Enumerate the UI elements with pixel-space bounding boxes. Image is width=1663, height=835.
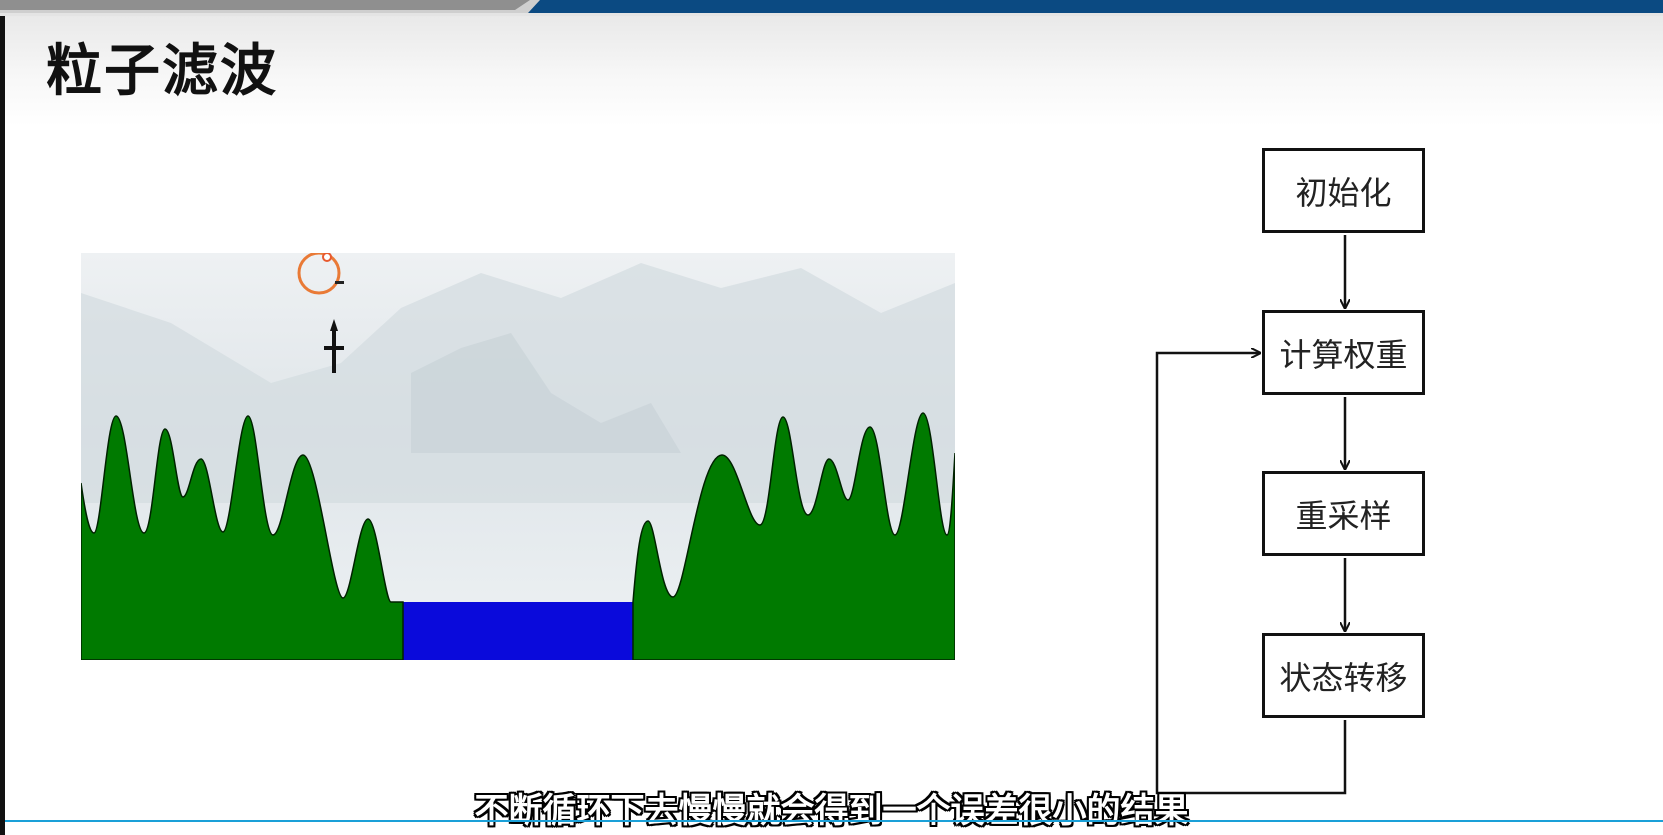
page-title: 粒子滤波 (46, 38, 278, 104)
flow-step-init: 初始化 (1262, 148, 1425, 233)
terrain-right (632, 412, 955, 660)
progress-line (5, 820, 1663, 822)
flow-step-state-transition: 状态转移 (1262, 633, 1425, 718)
terrain-left (81, 415, 404, 660)
mountain-silhouette-near (411, 333, 681, 453)
header-bar (0, 0, 1663, 16)
flow-step-resample: 重采样 (1262, 471, 1425, 556)
aircraft-icon (324, 319, 344, 373)
video-subtitle: 不断循环下去慢慢就会得到一个误差很小的结果 (474, 791, 1189, 831)
terrain-scene (81, 253, 955, 660)
flow-step-compute-weights: 计算权重 (1262, 310, 1425, 395)
water (403, 602, 633, 660)
window-edge (0, 0, 5, 835)
particle-marker (297, 253, 344, 295)
